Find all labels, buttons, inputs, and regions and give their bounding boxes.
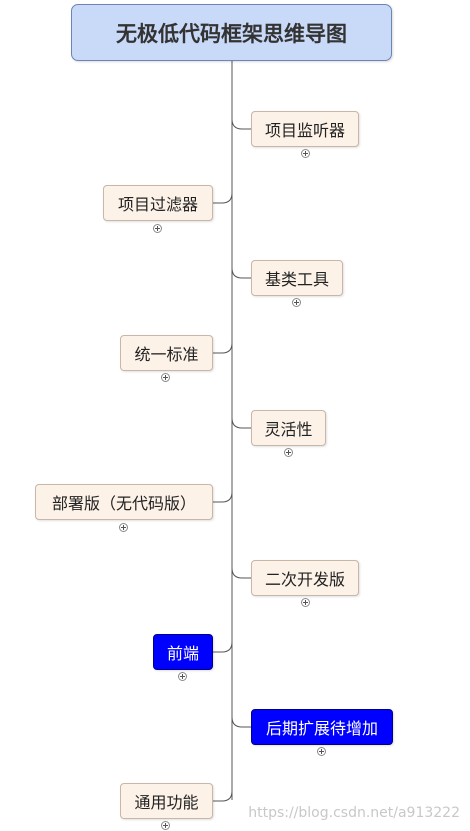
topic-secondary-dev-version[interactable]: 二次开发版 [251, 560, 359, 596]
root-topic[interactable]: 无极低代码框架思维导图 [71, 4, 392, 61]
expand-icon[interactable] [301, 149, 310, 158]
expand-icon[interactable] [292, 298, 301, 307]
connector-secondary-dev [231, 567, 251, 579]
expand-icon[interactable] [161, 821, 170, 830]
topic-frontend[interactable]: 前端 [153, 634, 213, 670]
connector-deploy-version [213, 491, 233, 503]
connector-frontend [213, 641, 233, 653]
expand-icon[interactable] [178, 672, 187, 681]
topic-common-functions[interactable]: 通用功能 [120, 783, 213, 819]
expand-icon[interactable] [153, 224, 162, 233]
expand-icon[interactable] [301, 598, 310, 607]
expand-icon[interactable] [161, 373, 170, 382]
connector-base-tools [231, 267, 251, 279]
watermark-text: https://blog.csdn.net/a913222 [248, 805, 460, 821]
topic-flexibility[interactable]: 灵活性 [251, 410, 326, 446]
expand-icon[interactable] [317, 747, 326, 756]
topic-future-extensions[interactable]: 后期扩展待增加 [251, 709, 393, 745]
expand-icon[interactable] [284, 448, 293, 457]
topic-deploy-version[interactable]: 部署版（无代码版） [35, 484, 213, 520]
topic-project-listener[interactable]: 项目监听器 [251, 111, 359, 147]
connector-project-filter [213, 192, 233, 204]
connector-future-extensions [231, 716, 251, 728]
connector-project-listener [231, 118, 251, 130]
topic-project-filter[interactable]: 项目过滤器 [103, 185, 213, 221]
connector-flexibility [231, 417, 251, 429]
connector-unified-standard [213, 342, 233, 354]
topic-unified-standard[interactable]: 统一标准 [120, 335, 213, 371]
connector-common-functions [213, 790, 233, 802]
topic-base-tools[interactable]: 基类工具 [251, 260, 343, 296]
expand-icon[interactable] [119, 523, 128, 532]
